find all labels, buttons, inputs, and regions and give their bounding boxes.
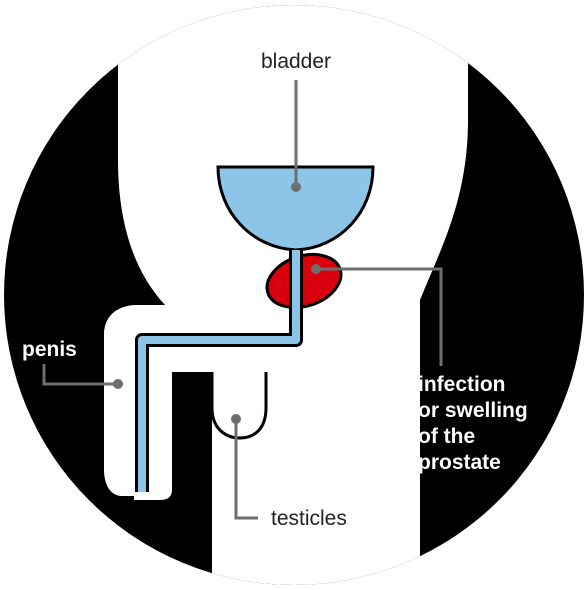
testicles-label: testicles (271, 507, 347, 530)
penis-label: penis (22, 338, 77, 361)
prostate-label-line-1: infection (418, 373, 506, 396)
bladder-label: bladder (261, 50, 331, 73)
testicles-shape (212, 372, 266, 438)
prostate-label-line-3: of the (418, 425, 475, 448)
penis-leader-dot (113, 379, 123, 389)
prostate-label-line-4: prostate (418, 451, 501, 474)
bladder-leader-dot (291, 182, 301, 192)
testicles-leader-dot (231, 414, 241, 424)
prostate-leader-dot (311, 264, 321, 274)
prostate-label-line-2: or swelling (418, 399, 528, 422)
